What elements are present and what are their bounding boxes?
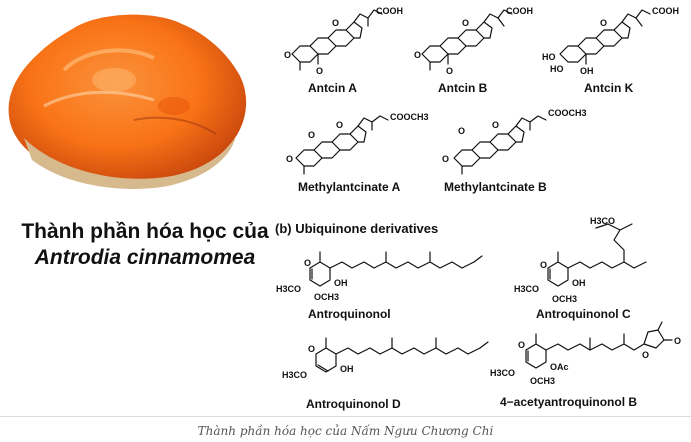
title-line-1: Thành phần hóa học của xyxy=(21,220,269,243)
mushroom-image xyxy=(8,14,247,189)
group-text: O xyxy=(308,344,315,354)
group-text: OAc xyxy=(550,362,569,372)
compound-label: Methylantcinate B xyxy=(444,180,547,194)
group-text: O xyxy=(642,350,649,360)
group-text: O xyxy=(446,66,453,76)
methylantcinate-a-structure: COOCH3 O O O Methylantcinate A xyxy=(286,112,429,194)
antcin-b-structure: COOH O O O Antcin B xyxy=(414,6,533,95)
group-text: O xyxy=(674,336,681,346)
acetylantroquinonol-b-structure: O H3CO OCH3 OAc O O 4−acetyantroquinonol… xyxy=(490,321,681,409)
group-text: O xyxy=(540,260,547,270)
group-text: O xyxy=(286,154,293,164)
group-text: OCH3 xyxy=(530,376,555,386)
group-text: H3CO xyxy=(514,284,539,294)
group-text: HO xyxy=(542,52,556,62)
group-text: O xyxy=(336,120,343,130)
group-text: COOH xyxy=(506,6,533,16)
group-text: O xyxy=(304,258,311,268)
group-text: COOCH3 xyxy=(548,108,587,118)
group-text: OH xyxy=(572,278,586,288)
group-text: O xyxy=(492,120,499,130)
antroquinonol-c-structure: H3CO O H3CO OCH3 OH Antroquinonol C xyxy=(514,216,647,321)
group-text: O xyxy=(442,154,449,164)
compound-label: 4−acetyantroquinonol B xyxy=(500,395,637,409)
title-line-2: Antrodia cinnamomea xyxy=(34,246,256,269)
antroquinonol-d-structure: O H3CO OH Antroquinonol D xyxy=(282,337,489,411)
group-text: O xyxy=(600,18,607,28)
group-text: H3CO xyxy=(276,284,301,294)
group-text: O xyxy=(308,130,315,140)
group-text: OH xyxy=(334,278,348,288)
compound-label: Antcin B xyxy=(438,81,488,95)
group-text: COOCH3 xyxy=(390,112,429,122)
group-text: H3CO xyxy=(590,216,615,226)
group-text: OCH3 xyxy=(314,292,339,302)
group-text: O xyxy=(462,18,469,28)
antroquinonol-structure: O H3CO OCH3 OH Antroquinonol xyxy=(276,251,483,321)
section-b-heading: (b) Ubiquinone derivatives xyxy=(275,221,439,236)
figure-caption: Thành phần hóa học của Nấm Ngưu Chương C… xyxy=(197,424,494,438)
compound-label: Antcin A xyxy=(308,81,357,95)
methylantcinate-b-structure: COOCH3 O O O Methylantcinate B xyxy=(442,108,587,194)
group-text: O xyxy=(316,66,323,76)
group-text: OH xyxy=(340,364,354,374)
compound-label: Antroquinonol D xyxy=(306,397,401,411)
antcin-a-structure: COOH O O O Antcin A xyxy=(284,6,403,95)
group-text: O xyxy=(518,340,525,350)
compound-label: Methylantcinate A xyxy=(298,180,401,194)
group-text: O xyxy=(332,18,339,28)
group-text: H3CO xyxy=(490,368,515,378)
caption-divider xyxy=(0,416,691,417)
antcin-k-structure: COOH HO HO OH O Antcin K xyxy=(542,6,679,95)
group-text: COOH xyxy=(376,6,403,16)
compound-label: Antroquinonol C xyxy=(536,307,631,321)
group-text: HO xyxy=(550,64,564,74)
figure-title: Thành phần hóa học của Antrodia cinnamom… xyxy=(10,219,280,271)
compound-label: Antcin K xyxy=(584,81,634,95)
group-text: O xyxy=(414,50,421,60)
group-text: H3CO xyxy=(282,370,307,380)
group-text: OH xyxy=(580,66,594,76)
group-text: OCH3 xyxy=(552,294,577,304)
group-text: COOH xyxy=(652,6,679,16)
group-text: O xyxy=(284,50,291,60)
group-text: O xyxy=(458,126,465,136)
compound-label: Antroquinonol xyxy=(308,307,391,321)
